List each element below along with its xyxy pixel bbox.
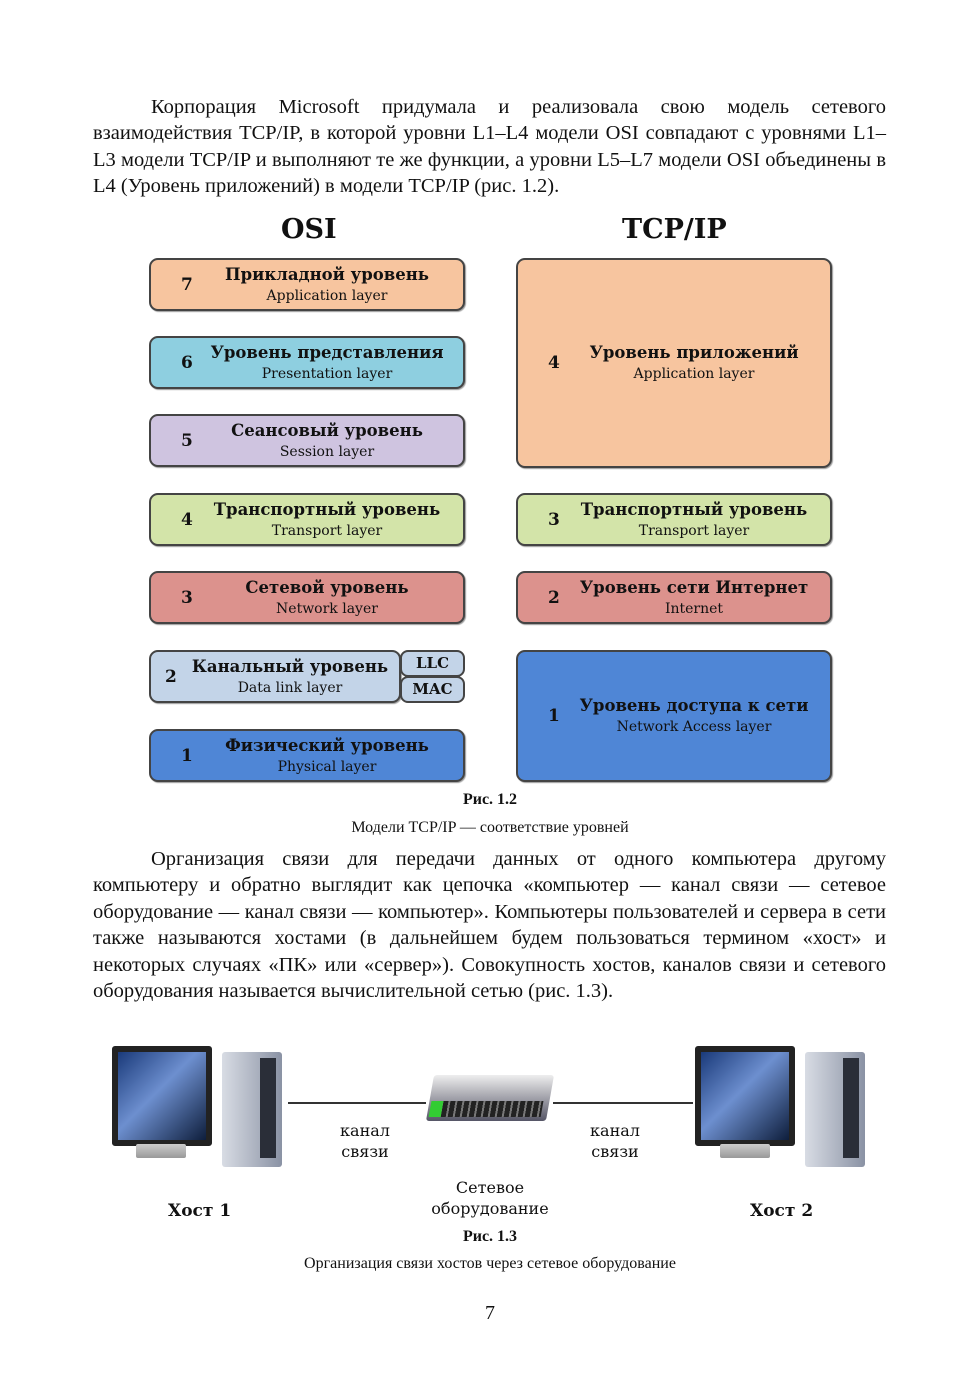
figure-1-number: Рис. 1.2 (462, 791, 518, 808)
layer-name-ru: Уровень приложений (589, 343, 799, 362)
paragraph-1: Корпорация Microsoft придумала и реализо… (93, 94, 886, 200)
layer-number: 7 (181, 274, 193, 295)
layer-name-en: Transport layer (638, 522, 750, 539)
link-line-1 (288, 1102, 426, 1104)
layer-name-en: Presentation layer (261, 365, 393, 382)
network-switch-icon (425, 1075, 555, 1121)
layer-name-en: Transport layer (271, 522, 383, 539)
layer-number: 3 (548, 509, 560, 530)
layer-name-ru: Транспортный уровень (213, 499, 441, 519)
layer-number: 4 (181, 509, 193, 530)
layer-name-en: Network layer (276, 600, 378, 617)
layer-number: 4 (548, 353, 560, 373)
layer-name-ru: Сетевой уровень (245, 577, 409, 597)
layer-number: 2 (548, 587, 560, 608)
layer-name-ru: Сеансовый уровень (231, 420, 423, 440)
layer-number: 1 (548, 706, 560, 726)
paragraph-2: Организация связи для передачи данных от… (93, 846, 886, 1004)
llc-sublayer: LLC (400, 650, 465, 677)
layer-name-ru: Уровень доступа к сети (579, 696, 809, 715)
layer-name-en: Session layer (279, 443, 375, 460)
layer-number: 2 (165, 666, 177, 687)
paragraph-2-text: Организация связи для передачи данных от… (93, 848, 886, 1003)
host-2-label: Хост 2 (750, 1201, 814, 1221)
layer-number: 6 (181, 352, 193, 373)
layer-number: 1 (181, 745, 193, 766)
mac-sublayer: MAC (400, 676, 465, 703)
figure-2-caption: Организация связи хостов через сетевое о… (304, 1255, 676, 1272)
osi-title: OSI (281, 214, 337, 245)
layer-number: 5 (181, 430, 193, 451)
layer-name-ru: Уровень сети Интернет (579, 577, 809, 597)
link-line-2 (553, 1102, 693, 1104)
layer-name-en: Application layer (266, 287, 388, 304)
layer-name-ru: Физический уровень (225, 735, 429, 755)
layer-name-ru: Транспортный уровень (580, 499, 808, 519)
figure-2-number: Рис. 1.3 (462, 1228, 518, 1245)
layer-name-en: Internet (664, 600, 724, 617)
host-1-label: Хост 1 (168, 1201, 232, 1221)
layer-name-en: Physical layer (277, 758, 377, 775)
tcp-title: TCP/IP (622, 214, 727, 245)
page-number: 7 (485, 1302, 495, 1324)
paragraph-1-text: Корпорация Microsoft придумала и реализо… (93, 96, 886, 198)
layer-name-en: Network Access layer (616, 719, 772, 735)
layer-number: 3 (181, 587, 193, 608)
layer-name-en: Data link layer (237, 679, 343, 696)
layer-name-ru: Прикладной уровень (224, 264, 429, 284)
layer-name-ru: Канальный уровень (191, 656, 389, 676)
layer-name-en: Application layer (633, 366, 755, 382)
layer-name-ru: Уровень представления (210, 342, 444, 362)
figure-1-caption: Модели TCP/IP — соответствие уровней (351, 819, 629, 836)
